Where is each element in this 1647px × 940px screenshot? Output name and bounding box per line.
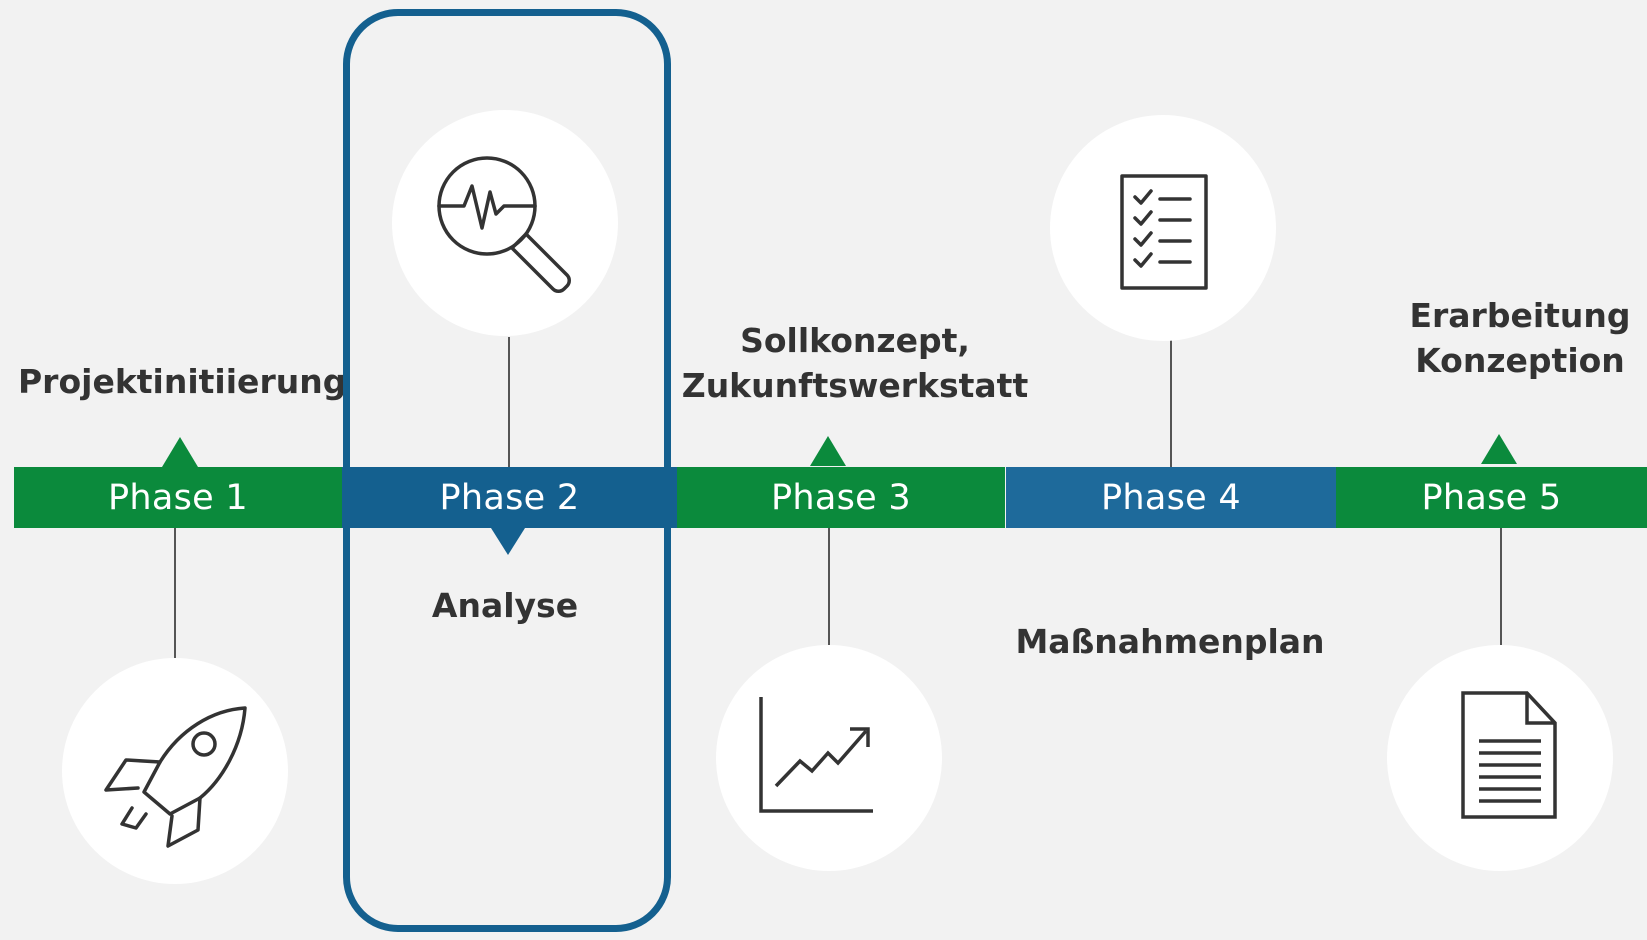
phase-3-label: Phase 3	[771, 477, 911, 518]
phase-3-pointer	[810, 436, 846, 466]
phase-2-icon-circle	[392, 110, 618, 336]
phase-4-title: Maßnahmenplan	[1015, 622, 1325, 661]
phase-2-label: Phase 2	[439, 477, 580, 518]
phase-3-connector	[828, 528, 830, 645]
phase-1-icon-circle	[62, 658, 288, 884]
phase-5-title: Erarbeitung Konzeption	[1395, 293, 1645, 383]
phase-5-connector	[1500, 528, 1502, 645]
phase-5-pointer	[1481, 434, 1517, 464]
phase-1-pointer	[162, 437, 198, 467]
phase-5-title-line-2: Konzeption	[1415, 341, 1625, 380]
phase-4-label: Phase 4	[1101, 477, 1241, 518]
phase-3-title-line-1: Sollkonzept,	[740, 321, 970, 360]
phase-2-highlight-frame	[343, 9, 671, 932]
phase-3-title: Sollkonzept, Zukunftswerkstatt	[672, 318, 1038, 408]
phase-1-label: Phase 1	[108, 477, 248, 518]
analysis-magnifier-icon	[437, 156, 571, 293]
phase-3-icon-circle	[716, 645, 942, 871]
phase-5-label: Phase 5	[1421, 477, 1562, 518]
phase-2-segment: Phase 2	[342, 467, 677, 528]
document-icon	[1461, 691, 1557, 819]
phase-3-title-line-2: Zukunftswerkstatt	[681, 366, 1029, 405]
phase-2-pointer	[491, 528, 525, 555]
phase-5-title-line-1: Erarbeitung	[1409, 296, 1631, 335]
phase-4-icon-circle	[1050, 115, 1276, 341]
checklist-icon	[1120, 174, 1208, 290]
phase-1-connector	[174, 528, 176, 658]
phase-5-icon-circle	[1387, 645, 1613, 871]
phase-4-connector	[1170, 340, 1172, 467]
rocket-icon	[104, 706, 247, 848]
phase-3-segment: Phase 3	[677, 467, 1005, 528]
growth-chart-icon	[759, 697, 873, 813]
phase-2-connector	[508, 337, 510, 467]
phase-2-title: Analyse	[431, 586, 579, 625]
phase-1-segment: Phase 1	[14, 467, 342, 528]
phase-4-segment: Phase 4	[1006, 467, 1336, 528]
phase-1-title: Projektinitiierung	[18, 362, 347, 401]
phase-5-segment: Phase 5	[1336, 467, 1647, 528]
